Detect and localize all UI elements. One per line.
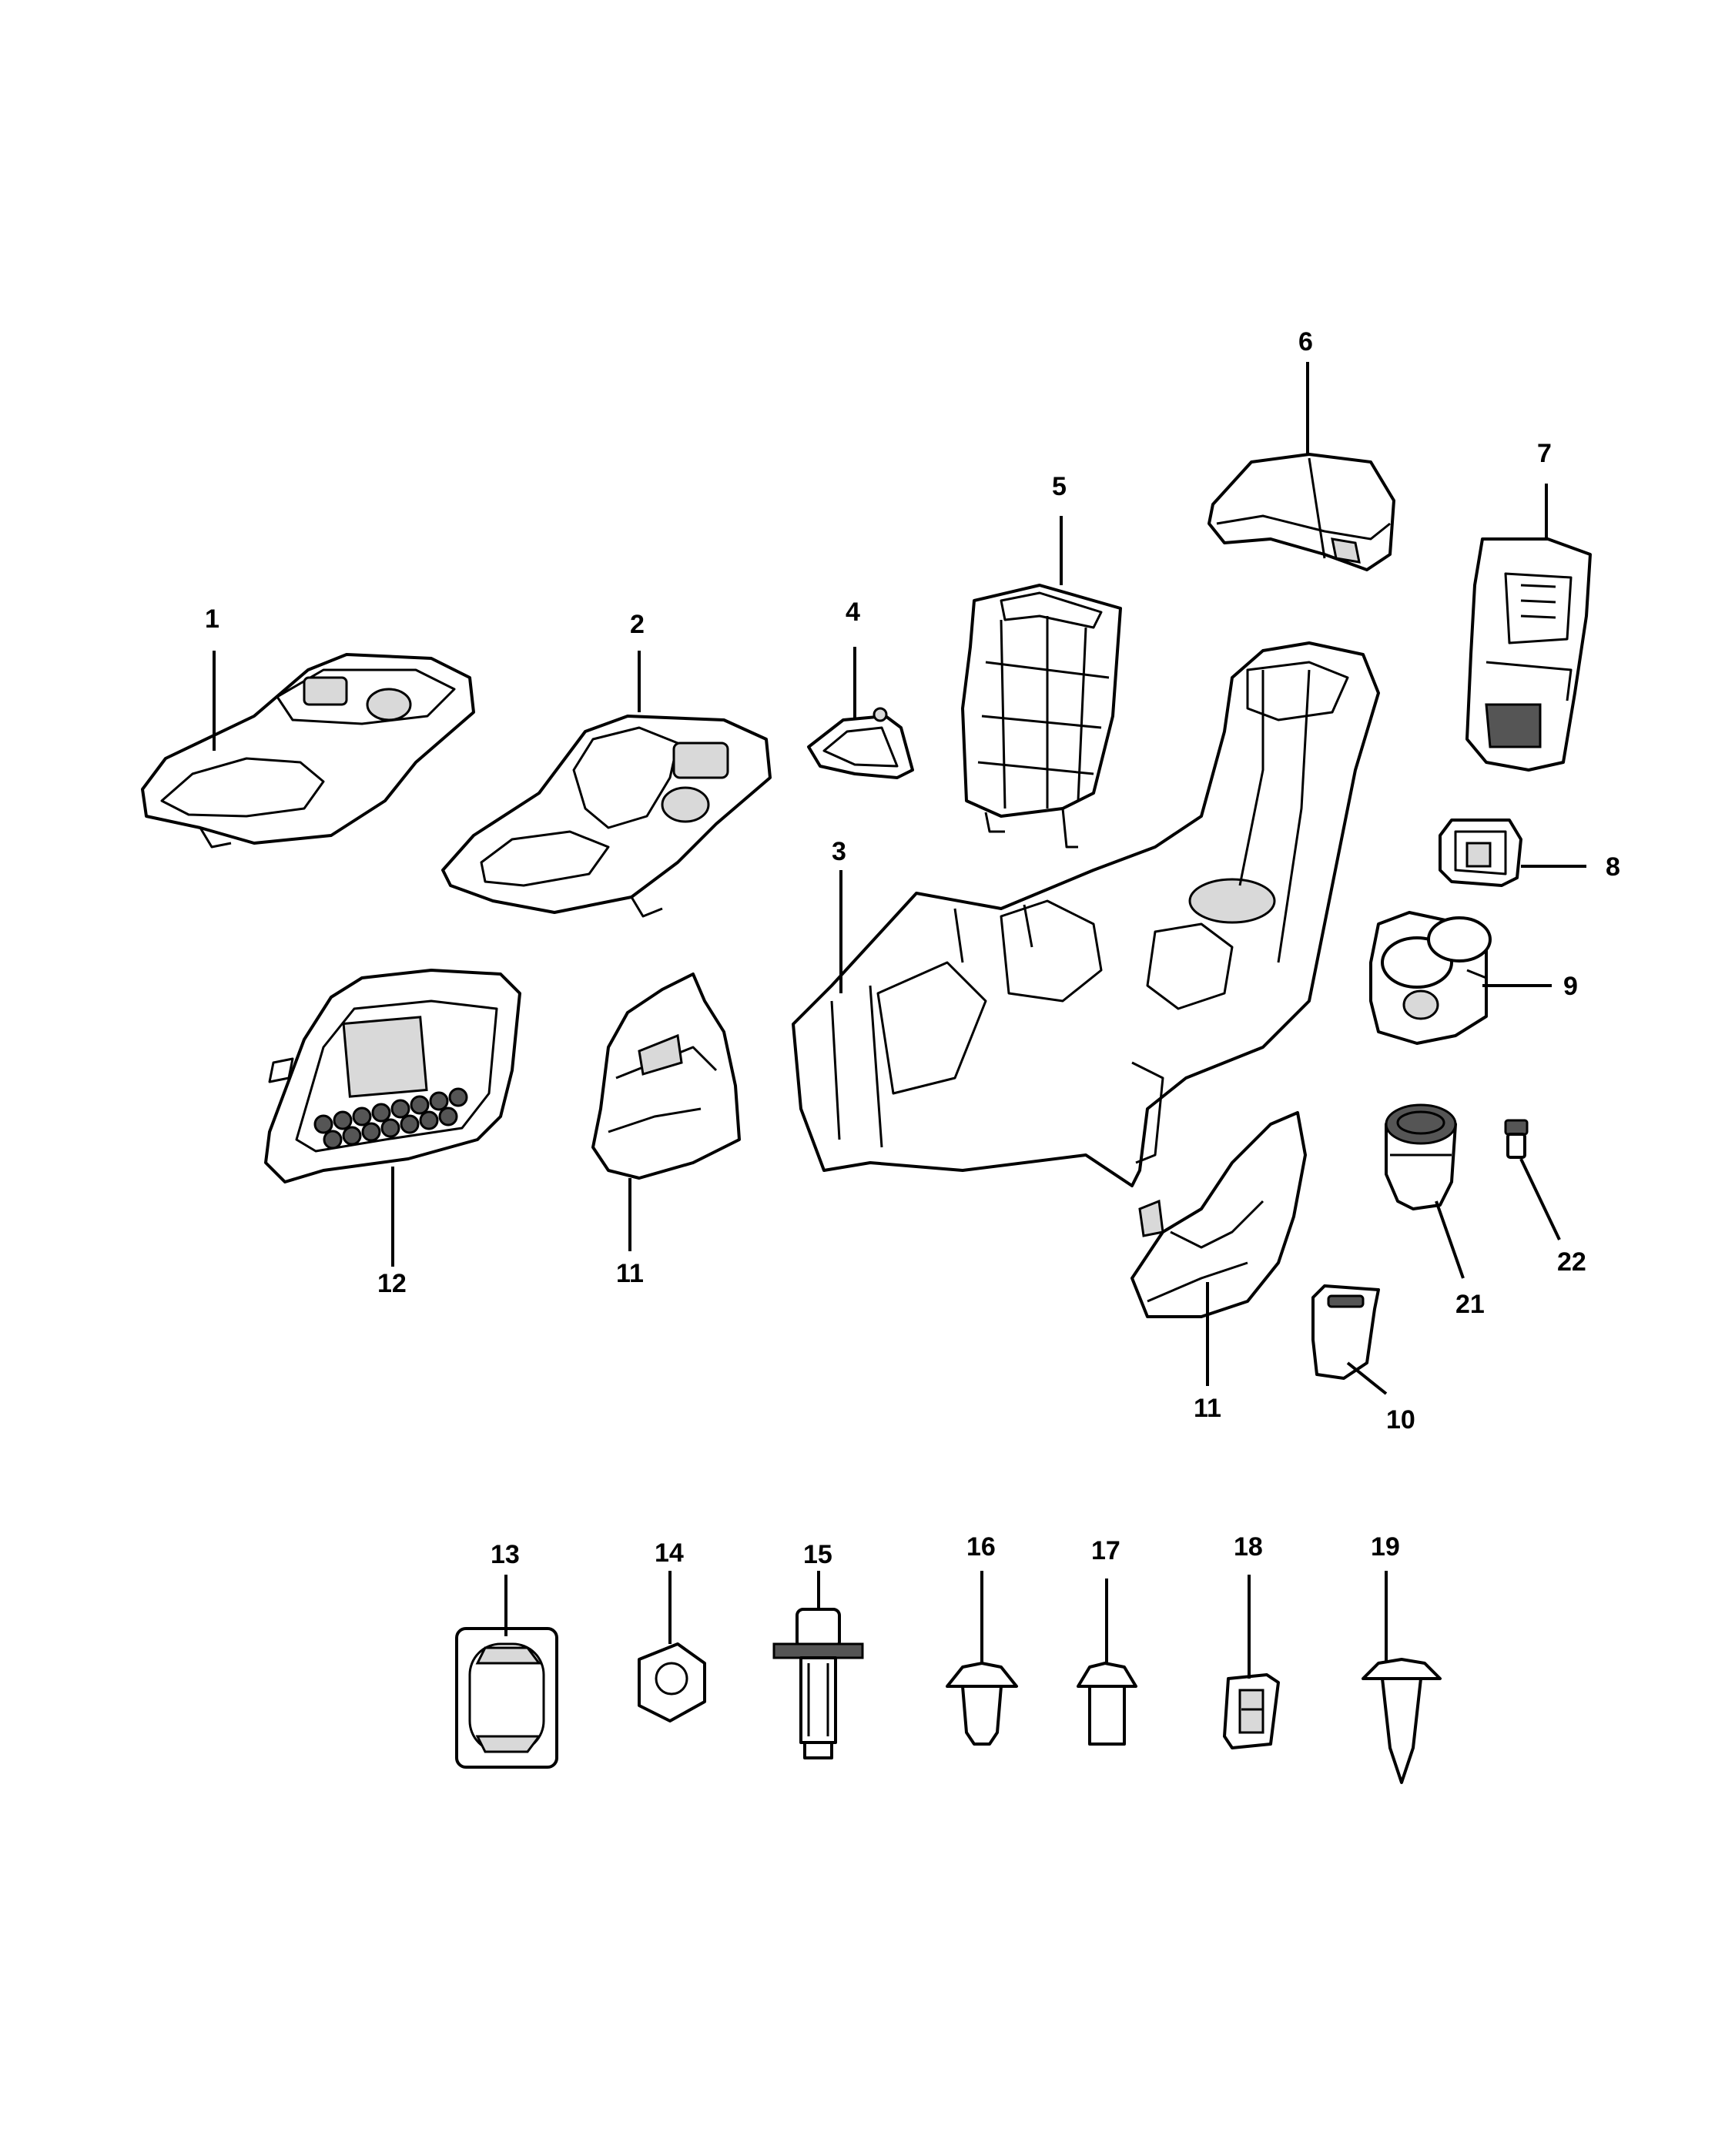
- part-11-side-panel-right: [1130, 1111, 1307, 1318]
- part-14-hex-nut: [638, 1642, 706, 1722]
- callout-12: 12: [377, 1269, 407, 1298]
- callout-1: 1: [205, 604, 219, 634]
- part-18-nut-clip: [1223, 1673, 1280, 1749]
- part-8-bracket: [1439, 819, 1522, 887]
- part-9-cup-holder: [1369, 911, 1492, 1045]
- callout-2: 2: [630, 610, 645, 639]
- part-21-canister: [1385, 1103, 1457, 1210]
- callout-22: 22: [1557, 1247, 1586, 1277]
- part-4-plate: [807, 707, 914, 779]
- callout-11b: 11: [1194, 1394, 1221, 1423]
- part-17-clip: [1077, 1662, 1137, 1746]
- part-1-bezel: [141, 653, 475, 849]
- part-15-bolt: [772, 1608, 864, 1759]
- part-3-floor-console: [792, 641, 1380, 1187]
- callout-17: 17: [1091, 1536, 1120, 1565]
- part-12-grille-frame: [264, 969, 521, 1183]
- callout-7: 7: [1537, 439, 1552, 468]
- leader-21: [1435, 1200, 1465, 1279]
- part-10-port-module: [1311, 1284, 1380, 1380]
- part-2-bezel: [441, 715, 772, 918]
- callout-15: 15: [803, 1540, 832, 1569]
- callout-3: 3: [832, 837, 846, 866]
- part-22-plug: [1504, 1119, 1529, 1159]
- callout-5: 5: [1052, 472, 1067, 501]
- part-16-push-rivet: [946, 1662, 1018, 1746]
- callout-6: 6: [1298, 327, 1313, 357]
- callout-18: 18: [1234, 1532, 1263, 1562]
- callout-4: 4: [846, 598, 860, 627]
- leader-22: [1519, 1158, 1561, 1240]
- callout-14: 14: [655, 1538, 684, 1568]
- part-6-armrest: [1208, 453, 1395, 571]
- callout-21: 21: [1455, 1290, 1485, 1319]
- callout-11a: 11: [616, 1259, 644, 1288]
- callout-13: 13: [491, 1540, 520, 1569]
- callout-19: 19: [1371, 1532, 1400, 1562]
- part-7-rear-panel: [1465, 537, 1592, 772]
- honeycomb-pattern: [313, 1087, 468, 1150]
- callout-16: 16: [966, 1532, 996, 1562]
- callout-8: 8: [1606, 852, 1620, 882]
- part-5-bin: [961, 584, 1122, 849]
- callout-10: 10: [1386, 1405, 1415, 1435]
- part-13-pad: [455, 1627, 558, 1769]
- callout-9: 9: [1563, 972, 1578, 1001]
- part-19-push-pin: [1362, 1658, 1442, 1784]
- part-11-side-panel-left: [591, 973, 741, 1180]
- leader-10: [1346, 1361, 1388, 1395]
